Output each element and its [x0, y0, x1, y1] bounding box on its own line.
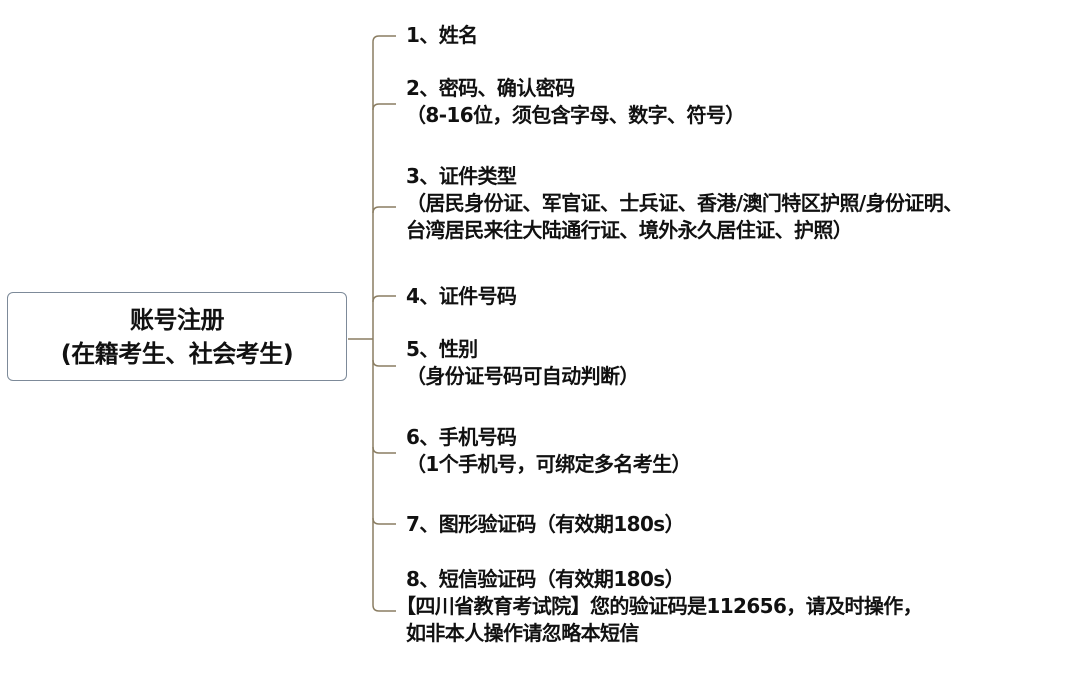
branch-title: 1、姓名: [406, 23, 478, 47]
branch-detail-continued: 台湾居民来往大陆通行证、境外永久居住证、护照）: [406, 218, 853, 242]
branch-detail: （1个手机号，可绑定多名考生）: [406, 452, 692, 476]
branch-image-captcha: 7、图形验证码（有效期180s）: [406, 511, 685, 538]
branch-id-type: 3、证件类型 （居民身份证、军官证、士兵证、香港/澳门特区护照/身份证明、 台湾…: [406, 163, 963, 244]
branch-title: 6、手机号码: [406, 425, 517, 449]
branch-detail: （8-16位，须包含字母、数字、符号）: [406, 103, 745, 127]
branch-detail: （居民身份证、军官证、士兵证、香港/澳门特区护照/身份证明、: [406, 191, 963, 215]
branch-title: 5、性别: [406, 337, 478, 361]
branch-title: 4、证件号码: [406, 284, 517, 308]
branch-detail-continued: 如非本人操作请忽略本短信: [406, 621, 639, 645]
branch-detail-sms-message: 【四川省教育考试院】您的验证码是112656，请及时操作，: [396, 594, 923, 618]
branch-title: 8、短信验证码（有效期180s）: [406, 567, 685, 591]
branch-sms-code: 8、短信验证码（有效期180s） 【四川省教育考试院】您的验证码是112656，…: [396, 566, 923, 647]
root-node-account-registration: 账号注册 (在籍考生、社会考生): [7, 292, 347, 381]
root-subtitle: (在籍考生、社会考生): [60, 339, 294, 368]
branch-title: 7、图形验证码（有效期180s）: [406, 512, 685, 536]
root-title: 账号注册: [130, 305, 225, 334]
branch-name: 1、姓名: [406, 22, 478, 49]
branch-gender: 5、性别 （身份证号码可自动判断）: [406, 336, 639, 390]
branch-id-number: 4、证件号码: [406, 283, 517, 310]
branch-phone: 6、手机号码 （1个手机号，可绑定多名考生）: [406, 424, 692, 478]
branch-title: 2、密码、确认密码: [406, 76, 575, 100]
branch-detail: （身份证号码可自动判断）: [406, 364, 639, 388]
branch-title: 3、证件类型: [406, 164, 517, 188]
branch-password: 2、密码、确认密码 （8-16位，须包含字母、数字、符号）: [406, 75, 745, 129]
